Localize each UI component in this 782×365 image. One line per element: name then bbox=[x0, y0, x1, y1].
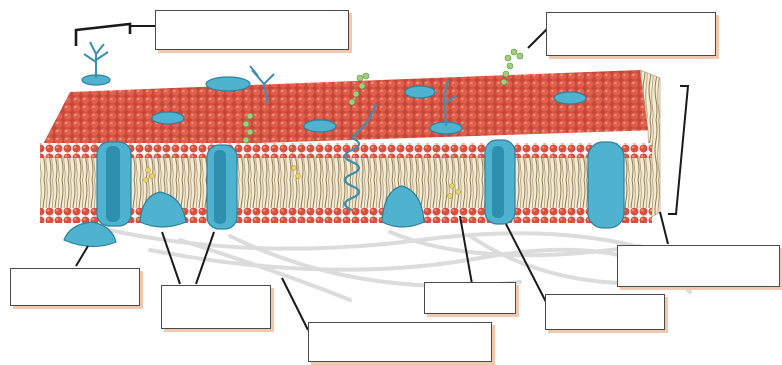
label-box-carbohydrate-chain[interactable] bbox=[546, 12, 716, 56]
glycoprotein-bracket bbox=[76, 24, 130, 46]
outer-leaflet-heads bbox=[40, 70, 660, 150]
label-box-cytoskeleton[interactable] bbox=[308, 322, 492, 362]
label-box-peripheral-protein[interactable] bbox=[10, 268, 140, 306]
label-box-channel-protein[interactable] bbox=[545, 294, 665, 330]
bilayer-bracket bbox=[668, 86, 688, 214]
side-lower-heads bbox=[40, 208, 652, 223]
label-box-glycolipid[interactable] bbox=[155, 10, 349, 50]
label-box-cholesterol[interactable] bbox=[424, 282, 516, 314]
label-box-integral-proteins[interactable] bbox=[161, 285, 271, 329]
label-box-bilayer[interactable] bbox=[617, 245, 780, 287]
